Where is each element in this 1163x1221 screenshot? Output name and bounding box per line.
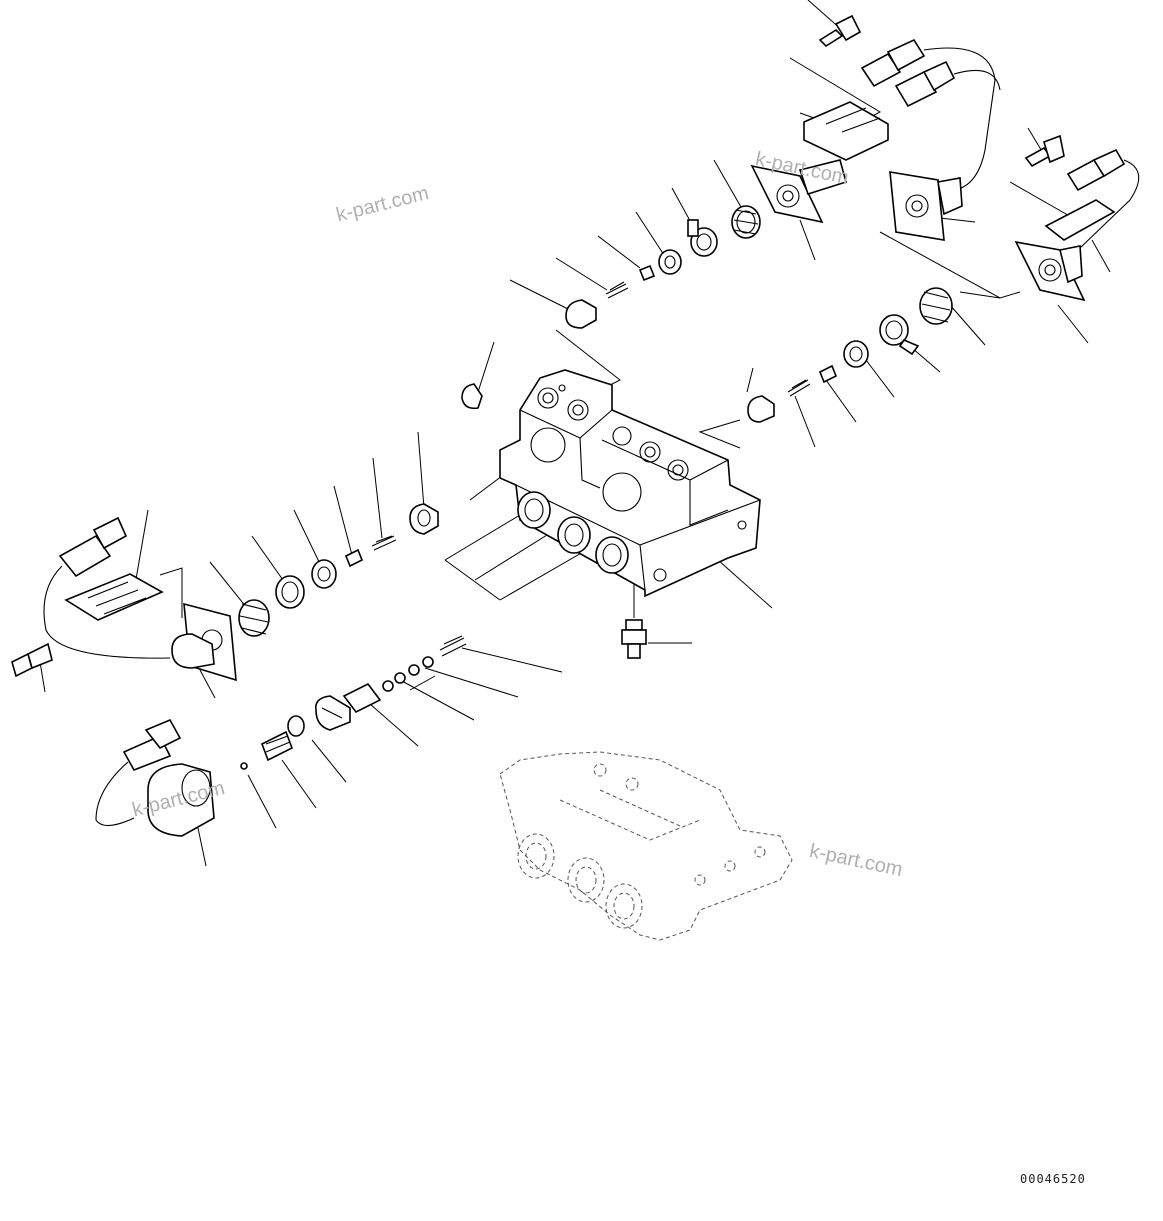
right-solenoid-assembly	[889, 134, 1140, 302]
top-solenoid-assembly	[750, 14, 1001, 224]
drawing-code: 00046520	[1020, 1172, 1086, 1186]
upper-spool-train	[461, 205, 761, 410]
left-solenoid-assembly	[11, 516, 237, 682]
pressure-fitting	[621, 619, 647, 659]
lower-parts	[240, 635, 467, 770]
lower-solenoid	[95, 718, 215, 837]
leader-lines	[39, 0, 1111, 867]
right-spool-train	[747, 287, 953, 423]
left-spool-train	[238, 503, 439, 637]
assembled-valve-view	[499, 751, 793, 941]
valve-body	[499, 369, 761, 598]
